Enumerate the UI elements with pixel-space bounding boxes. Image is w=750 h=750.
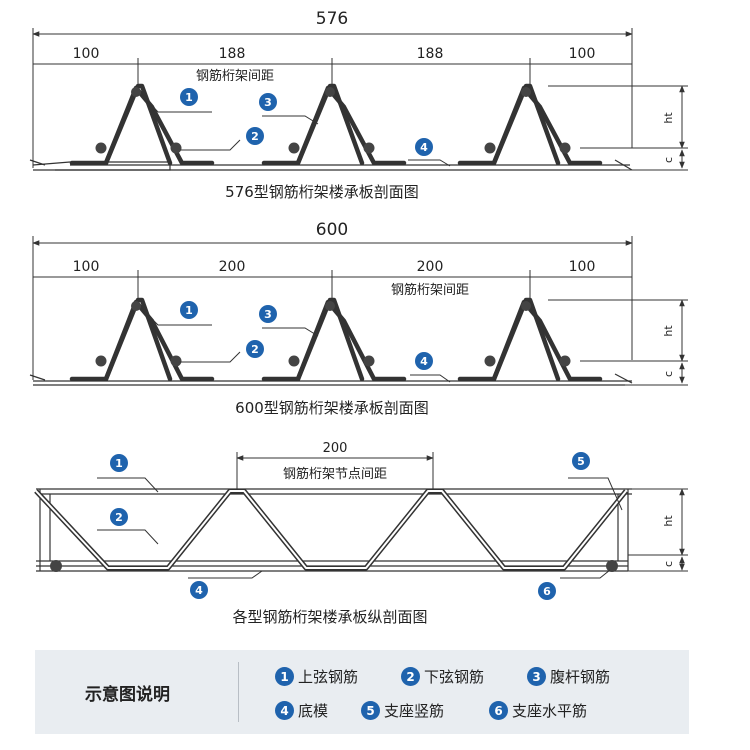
dim-segment-1: 100 — [73, 259, 100, 275]
legend-badge: 5 — [361, 701, 380, 720]
leader-line — [262, 115, 319, 125]
longitudinal-section: 200 钢筋桁架节点间距 1 2 5 4 6 — [34, 441, 688, 626]
legend-badge: 2 — [401, 667, 420, 686]
legend-label: 下弦钢筋 — [424, 668, 485, 686]
caption-600: 600型钢筋桁架楼承板剖面图 — [235, 399, 429, 417]
dim-segment-4: 100 — [569, 259, 596, 275]
node-spacing-value: 200 — [323, 441, 348, 456]
ht-label: ht — [662, 515, 675, 527]
badge-4 — [415, 352, 433, 370]
truss-3 — [457, 297, 603, 382]
dim-segment-3: 200 — [417, 259, 444, 275]
dim-segment-1: 100 — [73, 46, 100, 62]
total-width-label: 576 — [316, 9, 348, 29]
legend-item-top-chord: 1 上弦钢筋 — [275, 666, 358, 687]
badge-6-number: 6 — [543, 585, 551, 598]
badge-3-number: 3 — [264, 308, 272, 321]
truss-spacing-label: 钢筋桁架间距 — [391, 282, 469, 298]
support-horizontal-bar — [606, 560, 618, 572]
leader-line — [410, 374, 451, 383]
badge-2-number: 2 — [251, 343, 259, 356]
c-label: c — [662, 371, 675, 377]
support-horizontal-bar — [50, 560, 62, 572]
total-width-label: 600 — [316, 220, 348, 240]
ht-label: ht — [662, 325, 675, 337]
legend-item-support-vertical: 5 支座竖筋 — [361, 700, 444, 721]
badge-1-number: 1 — [185, 304, 193, 317]
dim-segment-4: 100 — [569, 46, 596, 62]
badge-2-number: 2 — [115, 511, 123, 524]
c-label: c — [662, 157, 675, 163]
badge-1 — [180, 301, 198, 319]
truss-spacing-label: 钢筋桁架间距 — [196, 68, 274, 84]
dim-segment-3: 188 — [417, 46, 444, 62]
legend-label: 上弦钢筋 — [298, 668, 359, 686]
truss-2 — [261, 297, 407, 382]
legend-panel: 示意图说明 1 上弦钢筋 2 下弦钢筋 3 腹杆钢筋 4 底模 5 支座竖筋 6… — [35, 650, 689, 734]
legend-item-web-bar: 3 腹杆钢筋 — [527, 666, 610, 687]
caption-longitudinal: 各型钢筋桁架楼承板纵剖面图 — [232, 608, 427, 626]
badge-4-number: 4 — [420, 355, 428, 368]
legend-label: 腹杆钢筋 — [550, 668, 611, 686]
badge-4-number: 4 — [195, 584, 203, 597]
badge-2 — [110, 508, 128, 526]
caption-576: 576型钢筋桁架楼承板剖面图 — [225, 183, 419, 201]
badge-5-number: 5 — [577, 455, 585, 468]
legend-badge: 6 — [489, 701, 508, 720]
leader-line — [142, 95, 212, 113]
legend-divider — [238, 662, 239, 722]
badge-2 — [246, 340, 264, 358]
bottom-form-deck — [29, 159, 633, 171]
section-600: 600 100 200 200 100 钢筋桁架间距 — [29, 220, 688, 417]
badge-3-number: 3 — [264, 96, 272, 109]
dim-segment-2: 200 — [219, 259, 246, 275]
legend-item-bottom-chord: 2 下弦钢筋 — [401, 666, 484, 687]
badge-2 — [246, 127, 264, 145]
truss-3 — [457, 83, 603, 166]
leader-line — [142, 309, 212, 326]
badge-4 — [415, 138, 433, 156]
legend-badge: 4 — [275, 701, 294, 720]
leader-line — [180, 139, 241, 151]
badge-3 — [259, 305, 277, 323]
badge-1 — [180, 88, 198, 106]
legend-title: 示意图说明 — [85, 685, 170, 705]
leader-line — [188, 570, 263, 579]
c-label: c — [662, 561, 675, 567]
diagram-canvas: 576 100 188 188 100 钢筋桁架间距 — [29, 9, 688, 626]
badge-1 — [110, 454, 128, 472]
legend-item-support-horizontal: 6 支座水平筋 — [489, 700, 587, 721]
leader-line — [97, 477, 159, 493]
badge-4 — [190, 581, 208, 599]
legend-item-bottom-form: 4 底模 — [275, 700, 328, 721]
leader-line — [180, 351, 241, 363]
leader-line — [262, 327, 319, 337]
ht-label: ht — [662, 112, 675, 124]
leader-line — [408, 159, 451, 167]
leader-line — [568, 477, 623, 511]
legend-badge: 3 — [527, 667, 546, 686]
badge-1-number: 1 — [185, 91, 193, 104]
badge-3 — [259, 93, 277, 111]
badge-2-number: 2 — [251, 130, 259, 143]
dim-segment-2: 188 — [219, 46, 246, 62]
legend-label: 支座水平筋 — [512, 702, 588, 720]
node-spacing-label: 钢筋桁架节点间距 — [283, 466, 387, 482]
badge-6 — [538, 582, 556, 600]
bottom-form-deck — [29, 373, 633, 386]
badge-5 — [572, 452, 590, 470]
legend-label: 底模 — [298, 702, 329, 720]
legend-label: 支座竖筋 — [384, 702, 445, 720]
badge-1-number: 1 — [115, 457, 123, 470]
legend-badge: 1 — [275, 667, 294, 686]
section-576: 576 100 188 188 100 钢筋桁架间距 — [29, 9, 688, 201]
leader-line — [97, 529, 159, 545]
truss-2 — [261, 83, 407, 166]
badge-4-number: 4 — [420, 141, 428, 154]
leader-line — [560, 569, 611, 579]
